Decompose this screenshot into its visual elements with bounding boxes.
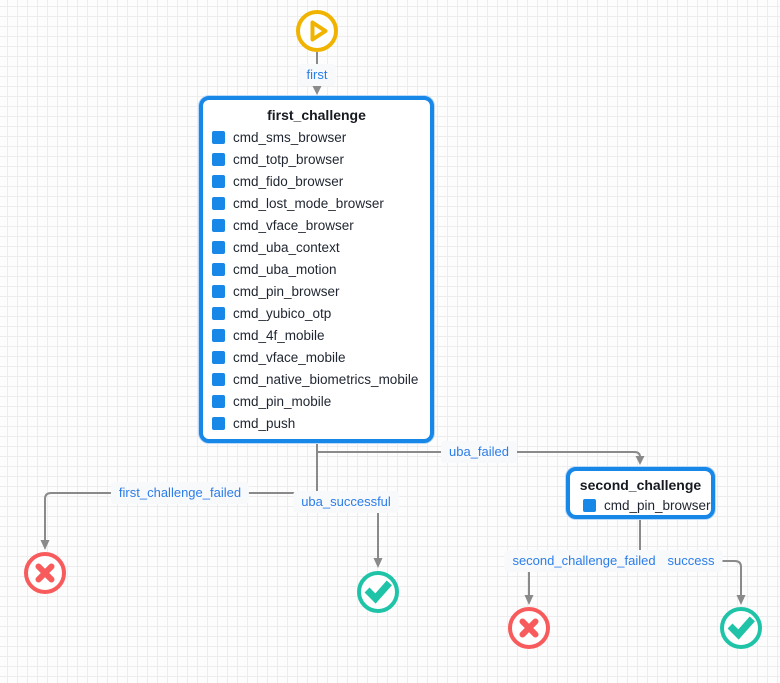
check-circle-icon xyxy=(357,571,399,613)
command-label: cmd_native_biometrics_mobile xyxy=(233,371,419,387)
command-label: cmd_yubico_otp xyxy=(233,305,332,321)
failure-node-first-challenge[interactable] xyxy=(23,551,67,595)
command-label: cmd_totp_browser xyxy=(233,151,345,167)
edge-label-success[interactable]: success xyxy=(659,550,723,572)
command-row[interactable]: cmd_push xyxy=(212,412,422,434)
command-icon xyxy=(212,350,225,364)
success-node-uba[interactable] xyxy=(356,570,400,614)
command-label: cmd_vface_mobile xyxy=(233,349,346,365)
arrowhead-icon xyxy=(312,86,322,95)
command-icon xyxy=(212,218,225,232)
command-icon xyxy=(212,152,225,166)
command-icon xyxy=(212,262,225,276)
command-label: cmd_uba_motion xyxy=(233,261,337,277)
command-row[interactable]: cmd_uba_context xyxy=(212,236,422,258)
command-row[interactable]: cmd_pin_browser xyxy=(583,494,711,516)
command-icon xyxy=(212,130,225,144)
edge-label-first-challenge-failed[interactable]: first_challenge_failed xyxy=(110,482,250,504)
node-title: first_challenge xyxy=(267,107,366,123)
command-row[interactable]: cmd_totp_browser xyxy=(212,148,422,170)
command-row[interactable]: cmd_fido_browser xyxy=(212,170,422,192)
arrowhead-icon xyxy=(736,595,746,605)
command-label: cmd_uba_context xyxy=(233,239,340,255)
command-icon xyxy=(212,306,225,320)
start-node[interactable] xyxy=(295,9,339,53)
command-label: cmd_sms_browser xyxy=(233,129,347,145)
arrowhead-icon xyxy=(373,558,383,568)
arrowhead-icon xyxy=(635,456,645,465)
command-label: cmd_vface_browser xyxy=(233,217,354,233)
node-second-challenge[interactable]: second_challenge cmd_pin_browser xyxy=(566,467,715,519)
command-row[interactable]: cmd_vface_mobile xyxy=(212,346,422,368)
command-row[interactable]: cmd_yubico_otp xyxy=(212,302,422,324)
command-row[interactable]: cmd_uba_motion xyxy=(212,258,422,280)
command-list: cmd_pin_browser xyxy=(570,494,711,521)
command-icon xyxy=(583,498,596,512)
command-label: cmd_push xyxy=(233,415,296,431)
edge-label-uba-successful[interactable]: uba_successful xyxy=(293,491,399,513)
edge-label-first[interactable]: first xyxy=(298,64,336,86)
command-row[interactable]: cmd_native_biometrics_mobile xyxy=(212,368,422,390)
command-label: cmd_fido_browser xyxy=(233,173,344,189)
arrowhead-icon xyxy=(40,540,50,550)
check-circle-icon xyxy=(720,607,762,649)
command-row[interactable]: cmd_vface_browser xyxy=(212,214,422,236)
x-circle-icon xyxy=(24,552,66,594)
command-icon xyxy=(212,328,225,342)
command-label: cmd_pin_browser xyxy=(604,497,711,513)
command-row[interactable]: cmd_pin_mobile xyxy=(212,390,422,412)
command-list: cmd_sms_browser cmd_totp_browser cmd_fid… xyxy=(203,126,430,440)
command-row[interactable]: cmd_sms_browser xyxy=(212,126,422,148)
x-circle-icon xyxy=(508,607,550,649)
command-icon xyxy=(212,394,225,408)
command-icon xyxy=(212,416,225,430)
play-icon xyxy=(296,10,338,52)
command-label: cmd_4f_mobile xyxy=(233,327,325,343)
node-title: second_challenge xyxy=(579,477,702,493)
success-node-final[interactable] xyxy=(719,606,763,650)
command-icon xyxy=(212,196,225,210)
edge-label-second-challenge-failed[interactable]: second_challenge_failed xyxy=(504,550,664,572)
command-row[interactable]: cmd_4f_mobile xyxy=(212,324,422,346)
failure-node-second-challenge[interactable] xyxy=(507,606,551,650)
edge-label-uba-failed[interactable]: uba_failed xyxy=(441,441,517,463)
command-icon xyxy=(212,240,225,254)
command-icon xyxy=(212,284,225,298)
command-label: cmd_pin_browser xyxy=(233,283,340,299)
command-label: cmd_lost_mode_browser xyxy=(233,195,384,211)
command-label: cmd_pin_mobile xyxy=(233,393,332,409)
command-icon xyxy=(212,372,225,386)
command-row[interactable]: cmd_pin_browser xyxy=(212,280,422,302)
arrowhead-icon xyxy=(524,595,534,605)
command-row[interactable]: cmd_lost_mode_browser xyxy=(212,192,422,214)
command-icon xyxy=(212,174,225,188)
node-first-challenge[interactable]: first_challenge cmd_sms_browser cmd_totp… xyxy=(199,96,434,443)
